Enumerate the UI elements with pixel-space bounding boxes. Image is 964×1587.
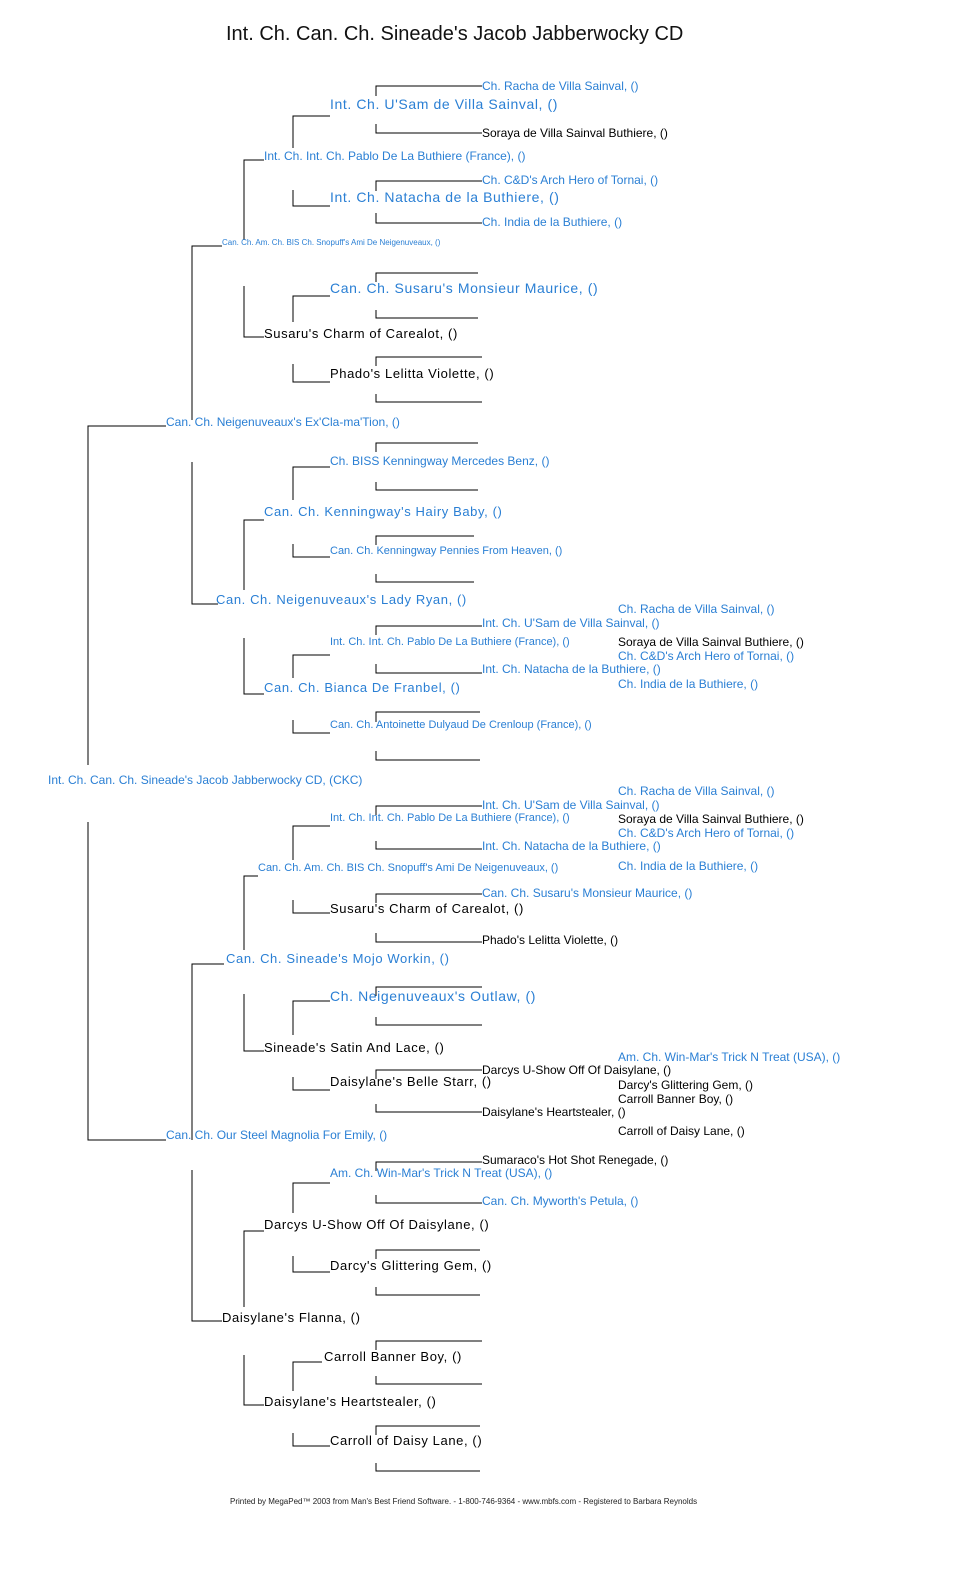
sire: Can. Ch. Neigenuveaux's Ex'Cla-ma'Tion, … [166, 415, 400, 429]
sire-sire-sire: Int. Ch. Int. Ch. Pablo De La Buthiere (… [264, 149, 526, 163]
sdsd: Can. Ch. Kenningway Pennies From Heaven,… [330, 545, 563, 557]
dam-sire-dam: Sineade's Satin And Lace, () [264, 1040, 445, 1055]
g6-ds1: Ch. Racha de Villa Sainval, () [618, 784, 775, 798]
page-title: Int. Ch. Can. Ch. Sineade's Jacob Jabber… [226, 23, 684, 45]
dam-dam: Daisylane's Flanna, () [222, 1310, 361, 1325]
g5-d2: Daisylane's Heartstealer, () [482, 1105, 626, 1119]
sssd: Int. Ch. Natacha de la Buthiere, () [330, 189, 560, 205]
g6-dd4: Carroll of Daisy Lane, () [618, 1124, 745, 1138]
sire-dam-sire: Can. Ch. Kenningway's Hairy Baby, () [264, 504, 503, 519]
ddds: Carroll Banner Boy, () [324, 1349, 462, 1364]
ssss: Int. Ch. U'Sam de Villa Sainval, () [330, 96, 559, 112]
dam-dam-dam: Daisylane's Heartstealer, () [264, 1394, 437, 1409]
dsdd: Daisylane's Belle Starr, () [330, 1074, 492, 1089]
g5-b2: Int. Ch. Natacha de la Buthiere, () [482, 662, 661, 676]
sire-sire-dam: Susaru's Charm of Carealot, () [264, 326, 458, 341]
g6-sd1: Ch. Racha de Villa Sainval, () [618, 602, 775, 616]
ddss: Am. Ch. Win-Mar's Trick N Treat (USA), (… [330, 1166, 553, 1180]
dssd: Susaru's Charm of Carealot, () [330, 901, 524, 916]
dam: Can. Ch. Our Steel Magnolia For Emily, (… [166, 1128, 388, 1142]
g5-e1: Sumaraco's Hot Shot Renegade, () [482, 1153, 669, 1167]
subject-dog: Int. Ch. Can. Ch. Sineade's Jacob Jabber… [48, 773, 363, 787]
print-footer: Printed by MegaPed™ 2003 from Man's Best… [230, 1497, 698, 1506]
g5-a2: Soraya de Villa Sainval Buthiere, () [482, 126, 668, 140]
g5-d1: Darcys U-Show Off Of Daisylane, () [482, 1063, 672, 1077]
g6-sd2: Soraya de Villa Sainval Buthiere, () [618, 635, 804, 649]
dam-sire: Can. Ch. Sineade's Mojo Workin, () [226, 951, 450, 966]
sdss: Ch. BISS Kenningway Mercedes Benz, () [330, 454, 550, 468]
sire-sire: Can. Ch. Am. Ch. BIS Ch. Snopuff's Ami D… [222, 238, 441, 247]
dam-sire-sire: Can. Ch. Am. Ch. BIS Ch. Snopuff's Ami D… [258, 862, 559, 874]
g5-c4: Phado's Lelitta Violette, () [482, 933, 619, 947]
g6-dd1: Am. Ch. Win-Mar's Trick N Treat (USA), (… [618, 1050, 841, 1064]
ssdd: Phado's Lelitta Violette, () [330, 366, 495, 381]
sddd: Can. Ch. Antoinette Dulyaud De Crenloup … [330, 719, 592, 731]
g5-c2: Int. Ch. Natacha de la Buthiere, () [482, 839, 661, 853]
g6-ds2: Soraya de Villa Sainval Buthiere, () [618, 812, 804, 826]
g5-a3: Ch. C&D's Arch Hero of Tornai, () [482, 173, 659, 187]
g6-dd2: Darcy's Glittering Gem, () [618, 1078, 753, 1092]
g5-c1: Int. Ch. U'Sam de Villa Sainval, () [482, 798, 660, 812]
g6-ds3: Ch. C&D's Arch Hero of Tornai, () [618, 826, 795, 840]
g5-e2: Can. Ch. Myworth's Petula, () [482, 1194, 639, 1208]
g6-ds4: Ch. India de la Buthiere, () [618, 859, 759, 873]
dam-dam-sire: Darcys U-Show Off Of Daisylane, () [264, 1217, 490, 1232]
ddsd: Darcy's Glittering Gem, () [330, 1258, 492, 1273]
g6-sd4: Ch. India de la Buthiere, () [618, 677, 759, 691]
g5-a4: Ch. India de la Buthiere, () [482, 215, 623, 229]
g6-sd3: Ch. C&D's Arch Hero of Tornai, () [618, 649, 795, 663]
g6-dd3: Carroll Banner Boy, () [618, 1092, 734, 1106]
dsds: Ch. Neigenuveaux's Outlaw, () [330, 988, 537, 1004]
ssds: Can. Ch. Susaru's Monsieur Maurice, () [330, 280, 599, 296]
g5-c3: Can. Ch. Susaru's Monsieur Maurice, () [482, 886, 693, 900]
dddd: Carroll of Daisy Lane, () [330, 1433, 483, 1448]
sire-dam-dam: Can. Ch. Bianca De Franbel, () [264, 680, 461, 695]
g5-b1: Int. Ch. U'Sam de Villa Sainval, () [482, 616, 660, 630]
g5-a1: Ch. Racha de Villa Sainval, () [482, 79, 639, 93]
sdds: Int. Ch. Int. Ch. Pablo De La Buthiere (… [330, 636, 570, 648]
dsss: Int. Ch. Int. Ch. Pablo De La Buthiere (… [330, 812, 570, 824]
sire-dam: Can. Ch. Neigenuveaux's Lady Ryan, () [216, 592, 467, 607]
